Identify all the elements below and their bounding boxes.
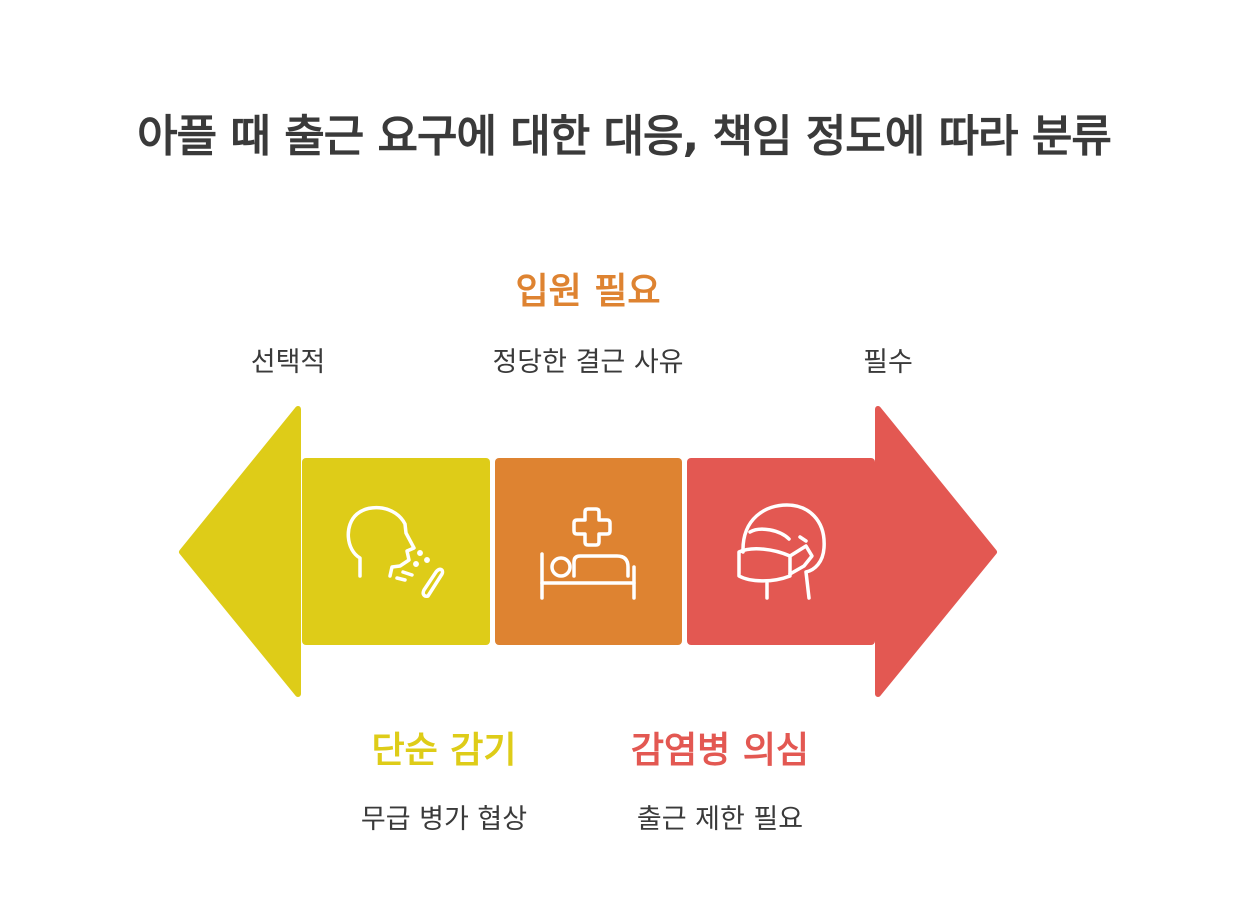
sneezing-person-icon [346, 505, 445, 598]
page-title: 아플 때 출근 요구에 대한 대응, 책임 정도에 따라 분류 [137, 111, 1112, 162]
category-description-simple-cold: 무급 병가 협상 [360, 804, 528, 835]
category-description-infection-suspected: 출근 제한 필요 [636, 804, 804, 835]
scale-label-justified: 정당한 결근 사유 [492, 347, 684, 378]
segment-simple-cold [302, 458, 490, 645]
category-label-infection-suspected: 감염병 의심 [630, 730, 810, 771]
category-label-hospitalization: 입원 필요 [515, 271, 661, 312]
hospital-bed-icon [540, 507, 636, 600]
segment-hospitalization [495, 458, 682, 645]
right-arrow-head [875, 406, 997, 697]
masked-person-icon [737, 503, 826, 600]
left-arrow-head [179, 406, 301, 697]
scale-label-optional: 선택적 [250, 347, 326, 378]
category-label-simple-cold: 단순 감기 [371, 730, 517, 771]
scale-label-mandatory: 필수 [863, 347, 913, 378]
